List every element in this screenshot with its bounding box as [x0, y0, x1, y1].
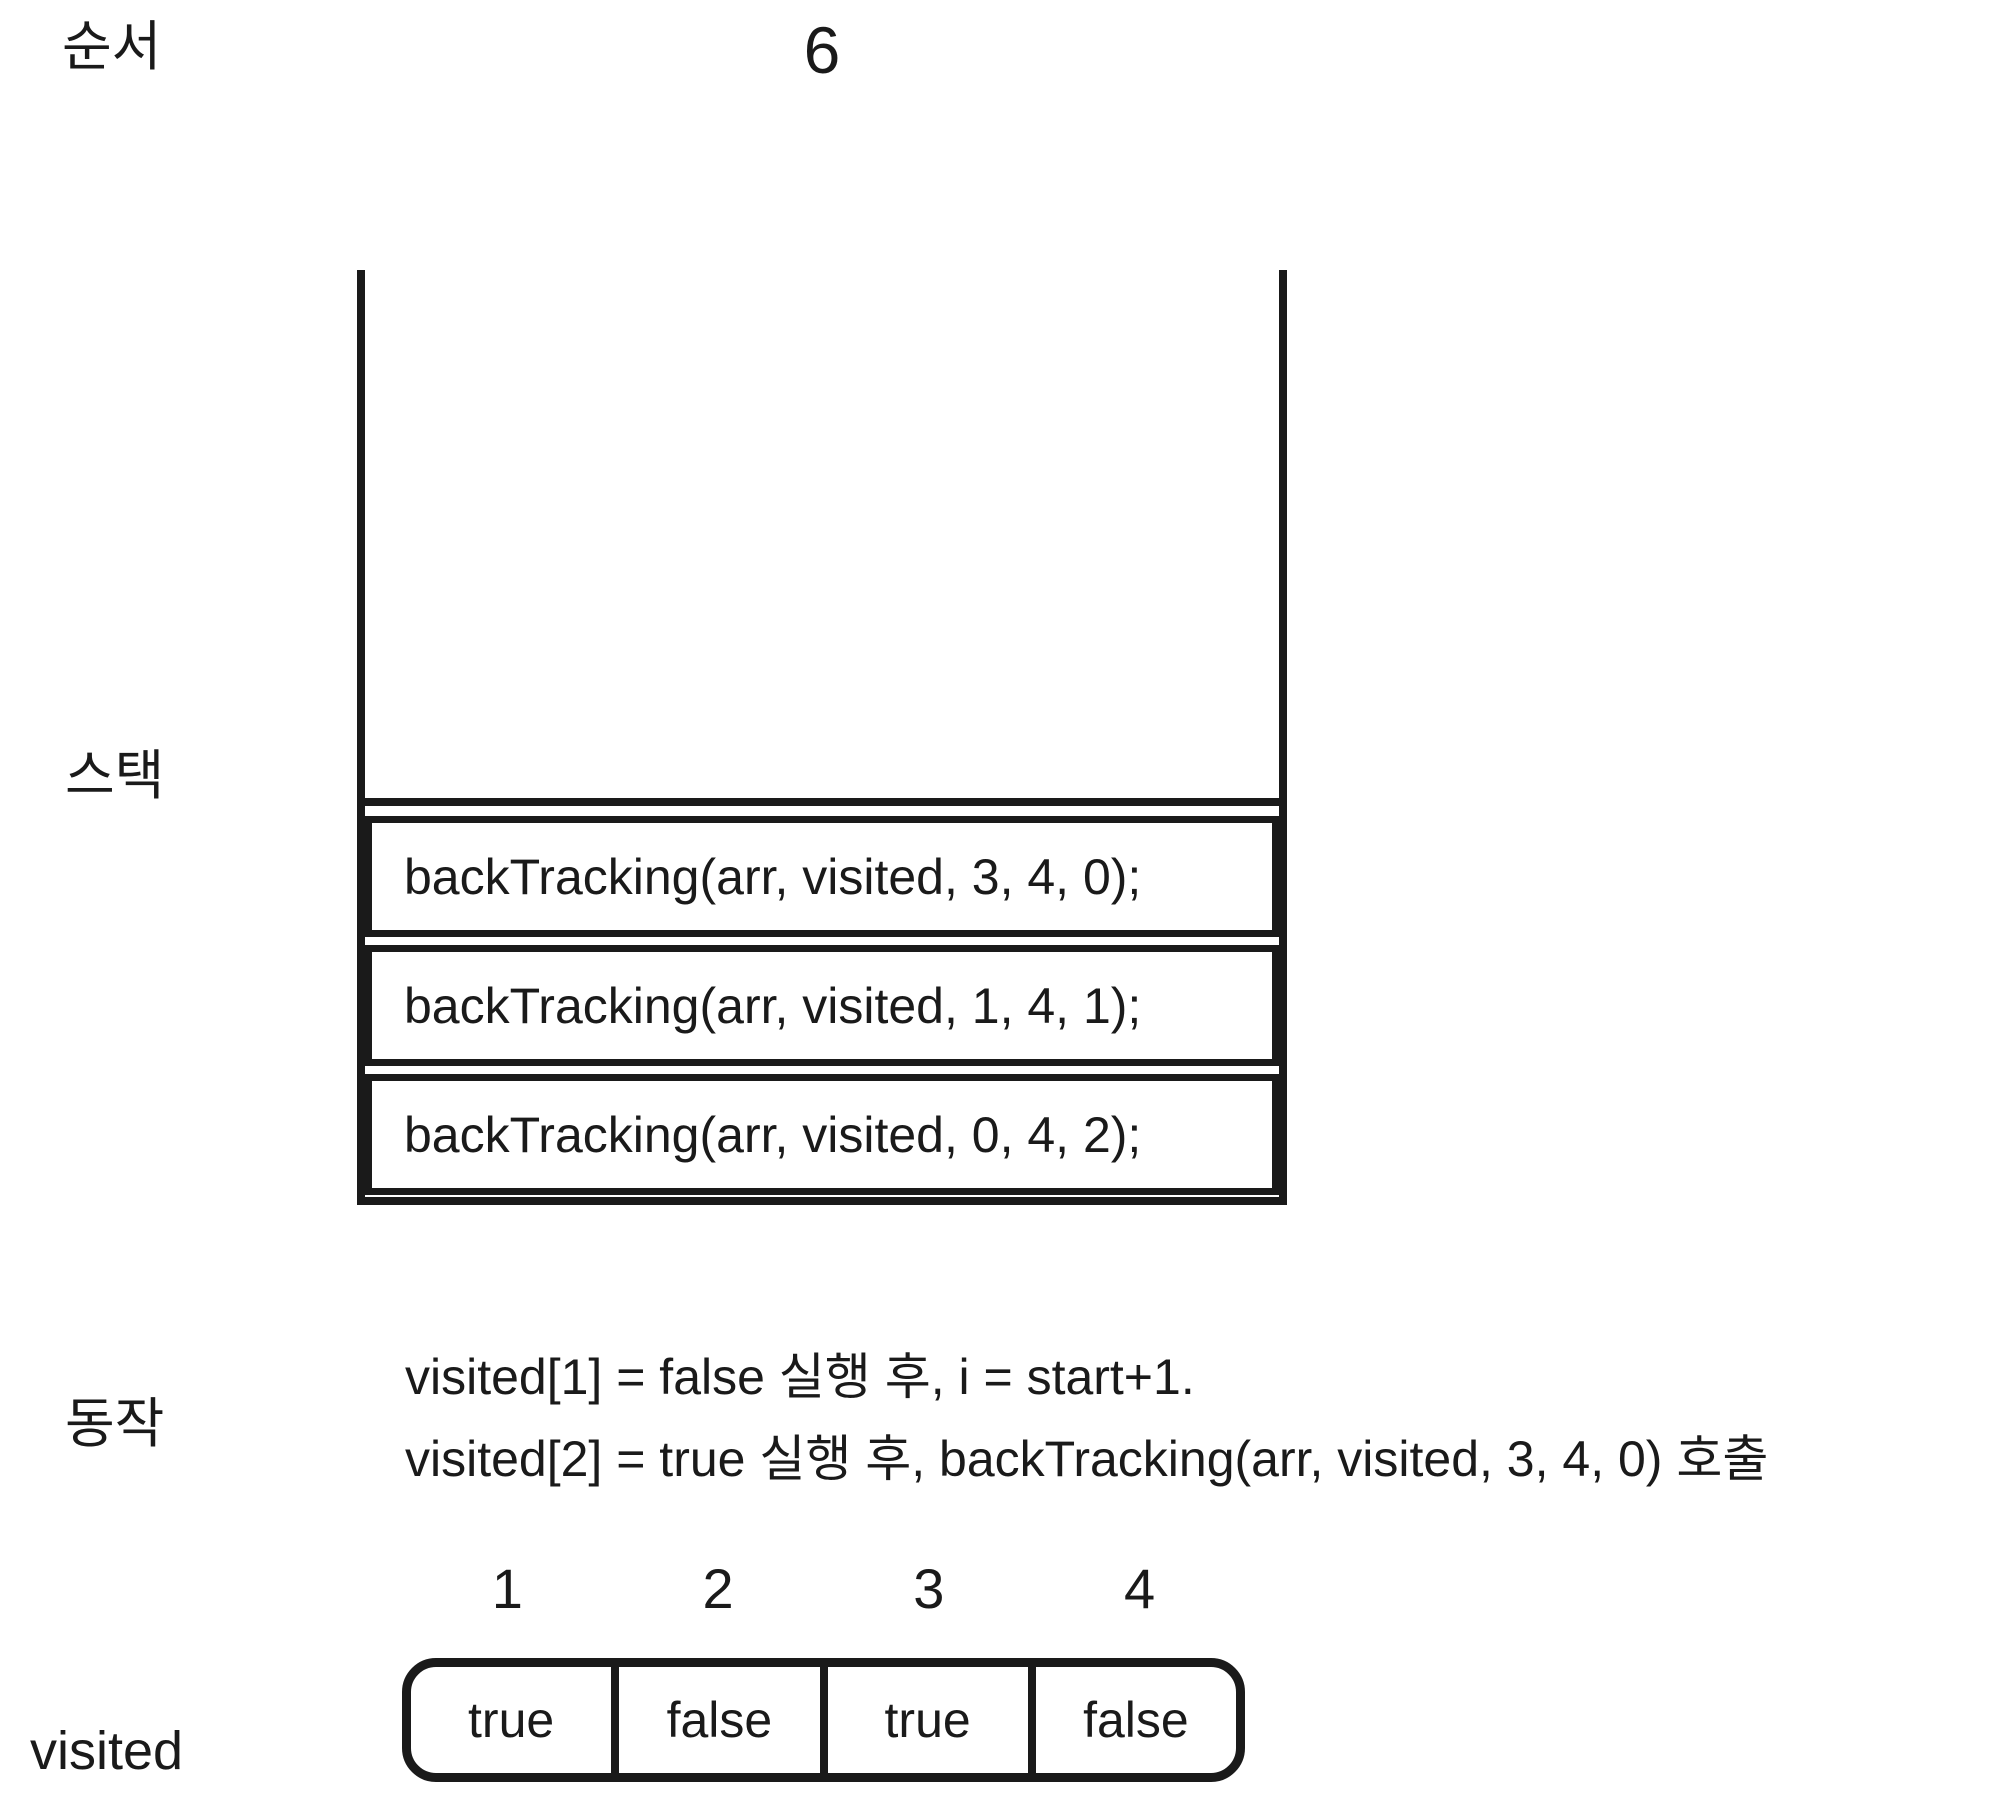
action-line: visited[2] = true 실행 후, backTracking(arr…	[405, 1431, 1769, 1487]
visited-cell: false	[611, 1667, 819, 1773]
stack-frame-text: backTracking(arr, visited, 1, 4, 1);	[404, 977, 1142, 1034]
visited-index: 2	[702, 1557, 734, 1620]
action-text: visited[1] = false 실행 후, i = start+1. vi…	[405, 1336, 1768, 1500]
stack-frames: backTracking(arr, visited, 3, 4, 0); bac…	[357, 798, 1287, 1195]
visited-array: true false true false	[402, 1658, 1245, 1782]
visited-label: visited	[30, 1721, 184, 1781]
stack-frame: backTracking(arr, visited, 0, 4, 2);	[365, 1074, 1279, 1195]
visited-index: 1	[491, 1557, 523, 1620]
visited-cell: true	[468, 1692, 555, 1748]
stack-container: backTracking(arr, visited, 3, 4, 0); bac…	[357, 270, 1287, 1205]
stack-label: 스택	[65, 746, 165, 806]
visited-index-row: 1 2 3 4	[402, 1556, 1245, 1621]
stack-frame: backTracking(arr, visited, 3, 4, 0);	[365, 816, 1279, 937]
visited-index: 3	[913, 1557, 945, 1620]
visited-cell: false	[1027, 1667, 1236, 1773]
stack-frame: backTracking(arr, visited, 1, 4, 1);	[365, 945, 1279, 1066]
visited-index: 4	[1124, 1557, 1156, 1620]
action-label: 동작	[65, 1394, 165, 1454]
stack-top-divider	[357, 798, 1287, 806]
stack-frame-text: backTracking(arr, visited, 3, 4, 0);	[404, 848, 1142, 905]
step-number: 6	[803, 13, 841, 87]
action-line: visited[1] = false 실행 후, i = start+1.	[405, 1349, 1195, 1405]
visited-cell: true	[819, 1667, 1028, 1773]
stack-frame-text: backTracking(arr, visited, 0, 4, 2);	[404, 1106, 1142, 1163]
sequence-label: 순서	[62, 17, 162, 77]
